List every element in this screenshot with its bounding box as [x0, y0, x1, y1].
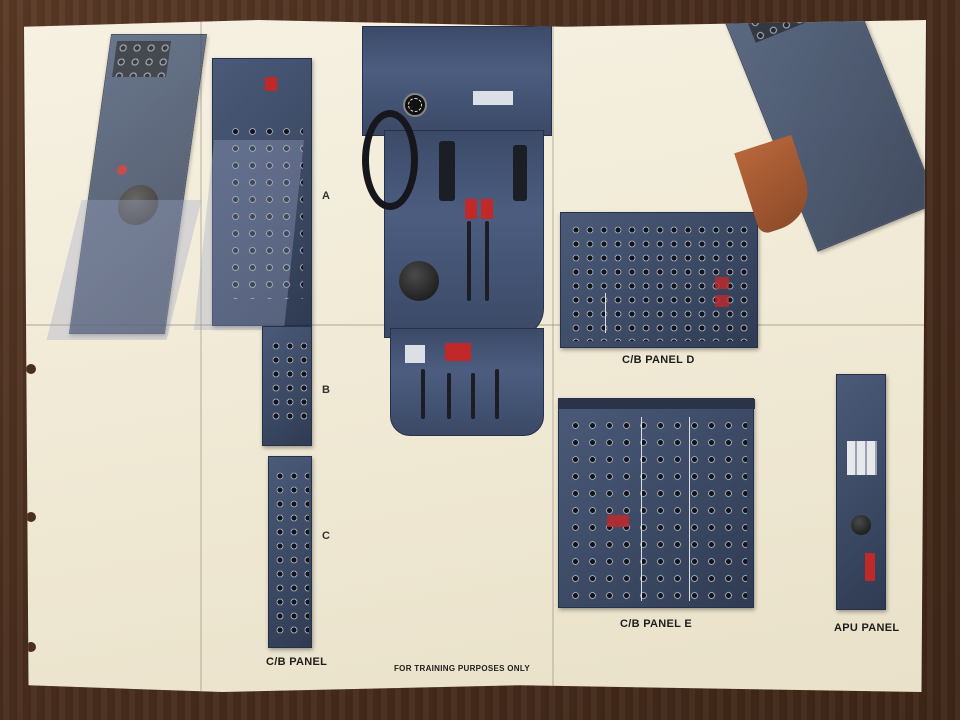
red-switch — [265, 77, 277, 91]
thrust-lever-shaft — [485, 221, 489, 301]
section-letter-a: A — [322, 190, 331, 202]
circuit-breaker-grid — [227, 123, 303, 299]
panel-header-strip — [559, 399, 755, 409]
keypad — [746, 20, 808, 43]
cb-panel-section-a — [212, 58, 312, 326]
fold-line — [552, 20, 554, 692]
lever-slot — [421, 369, 425, 419]
section-letter-b: B — [322, 384, 331, 396]
start-lever-handle — [405, 345, 425, 363]
bus-line — [689, 417, 690, 601]
cb-panel-e — [558, 398, 755, 608]
caption-cb-panel-d: C/B PANEL D — [622, 354, 695, 366]
fuel-control-quadrant — [390, 328, 544, 436]
apu-guarded-switch — [865, 553, 875, 581]
punch-hole — [26, 642, 36, 652]
tripped-breaker — [607, 515, 629, 527]
annunciator-strip — [473, 91, 513, 105]
punch-hole — [26, 512, 36, 522]
speed-brake-lever — [439, 141, 455, 201]
red-indicator — [116, 165, 128, 175]
fold-line — [200, 20, 202, 692]
thrust-lever-handle — [465, 199, 477, 219]
tripped-breaker — [715, 295, 729, 307]
training-disclaimer: FOR TRAINING PURPOSES ONLY — [394, 664, 530, 673]
thrust-lever-handle — [481, 199, 493, 219]
section-letter-c: C — [322, 530, 331, 542]
circuit-breaker-grid — [269, 339, 307, 423]
cb-panel-section-b — [262, 326, 312, 446]
bus-line — [641, 417, 642, 601]
cb-panel-d — [560, 212, 758, 348]
thrust-lever-shaft — [467, 221, 471, 301]
training-poster: A B C C/B PANEL C/B PANEL D — [24, 20, 926, 692]
cb-panel-section-c — [268, 456, 312, 648]
keypad — [112, 41, 172, 77]
caption-cb-panel: C/B PANEL — [266, 656, 328, 668]
flap-lever — [513, 145, 527, 201]
lever-slot — [495, 369, 499, 419]
lever-slot — [471, 373, 475, 419]
stabilizer-trim-wheel — [362, 110, 418, 210]
apu-panel — [836, 374, 886, 610]
caption-apu-panel: APU PANEL — [834, 622, 900, 634]
tripped-breaker — [715, 277, 729, 289]
transparent-overlay — [46, 200, 202, 340]
fuel-cutoff-handle — [445, 343, 471, 361]
trim-wheel-knob — [399, 261, 439, 301]
circuit-breaker-grid — [273, 469, 309, 639]
clock-gauge — [403, 93, 427, 117]
punch-hole — [26, 364, 36, 374]
apu-selector-knob — [851, 515, 871, 535]
caption-cb-panel-e: C/B PANEL E — [620, 618, 692, 630]
bus-line — [605, 293, 606, 333]
circuit-breaker-grid — [567, 417, 747, 601]
apu-fire-handles — [847, 441, 877, 475]
lever-slot — [447, 373, 451, 419]
